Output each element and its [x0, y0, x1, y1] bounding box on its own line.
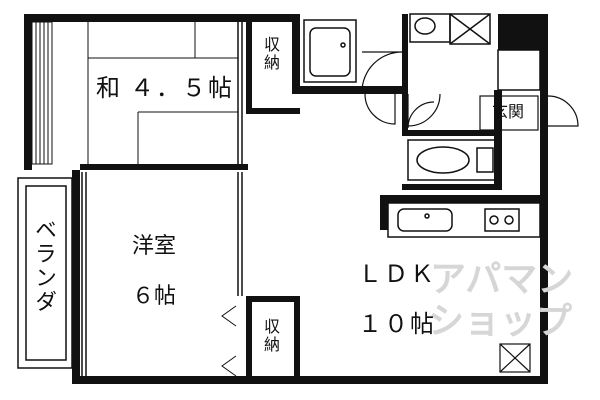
kitchen-counter [387, 202, 541, 238]
window-strip [31, 21, 53, 165]
toilet [407, 139, 499, 181]
youshitsu-size: ６帖 [132, 284, 177, 309]
storage-bottom-label: 収納 [261, 318, 280, 354]
equipment-box [499, 343, 531, 373]
outer-walls [24, 14, 548, 384]
storage-top-label: 収納 [261, 36, 280, 72]
ldk-name: ＬＤＫ [358, 260, 436, 288]
door-swings [361, 51, 441, 129]
watermark-line-1: アパマン [430, 259, 574, 300]
door-markers [221, 305, 237, 377]
washitsu-name: 和 [96, 74, 122, 102]
tatami-mats [87, 22, 238, 164]
washroom [409, 13, 541, 91]
sliding-doors [81, 22, 243, 376]
youshitsu-name: 洋室 [132, 234, 177, 259]
bathtub [303, 19, 357, 83]
entrance-label: 玄関 [492, 102, 525, 121]
ldk-size: １０帖 [358, 310, 436, 338]
veranda-label: ベランダ [31, 218, 56, 314]
veranda [17, 177, 73, 369]
entrance-area [479, 95, 579, 131]
watermark-line-2: ショップ [428, 301, 573, 342]
washitsu-size: ４．５帖 [130, 74, 234, 102]
